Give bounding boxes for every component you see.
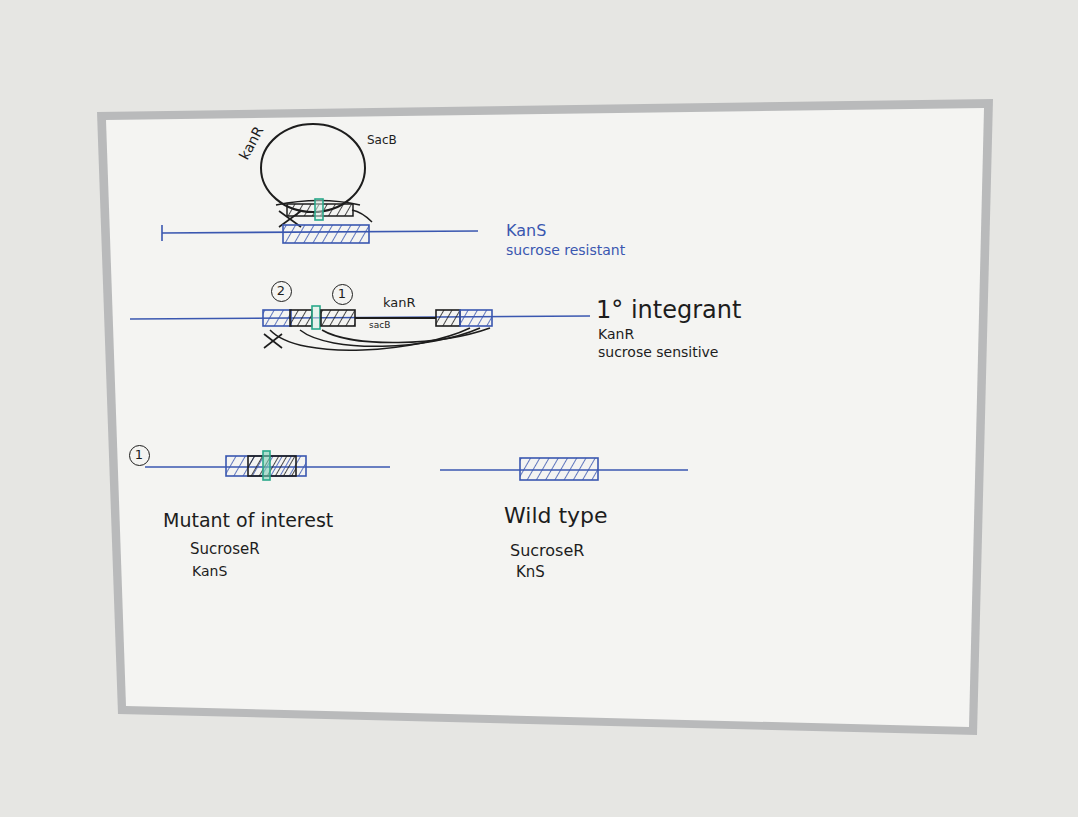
gene-box <box>460 310 492 326</box>
strain-title: Wild type <box>504 503 608 528</box>
gene-label: sacB <box>369 320 390 330</box>
insert-fragment <box>436 310 460 326</box>
callout-circle: 1 <box>129 445 150 466</box>
stage-title: 1° integrant <box>596 297 741 325</box>
crossover-x <box>264 334 282 348</box>
insert-fragment <box>290 310 312 326</box>
insert-fragment <box>248 456 296 476</box>
callout-number: 1 <box>135 448 143 462</box>
gene-label: SacB <box>367 134 397 148</box>
recombination-loop <box>322 328 490 343</box>
phenotype-label: sucrose sensitive <box>598 344 718 360</box>
phenotype-label: KnS <box>516 564 545 581</box>
phenotype-label: SucroseR <box>190 541 260 558</box>
crossover-arc <box>352 210 372 222</box>
phenotype-label: KanS <box>192 563 227 579</box>
phenotype-label: sucrose resistant <box>506 242 625 258</box>
mutation-mark <box>315 199 323 220</box>
strain-title: Mutant of interest <box>163 510 333 532</box>
plasmid-circle <box>261 124 365 212</box>
gene-label: kanR <box>383 296 416 311</box>
phenotype-label: KanR <box>598 326 634 342</box>
board-frame <box>97 99 993 735</box>
mutation-mark <box>263 451 270 480</box>
callout-number: 1 <box>338 287 346 301</box>
chromosome-line <box>130 316 590 319</box>
phenotype-label: KanS <box>506 222 546 240</box>
gene-box <box>283 225 369 243</box>
board-surface <box>106 108 984 727</box>
gene-box <box>520 458 598 480</box>
callout-number: 2 <box>277 284 285 298</box>
gene-label: kanR <box>236 123 267 162</box>
crossover-x <box>264 334 282 348</box>
vector-backbone <box>355 317 436 319</box>
phenotype-label: SucroseR <box>510 542 584 560</box>
insert-fragment <box>321 310 355 326</box>
gene-box <box>263 310 291 326</box>
callout-circle: 2 <box>271 281 292 302</box>
callout-circle: 1 <box>332 284 353 305</box>
mutation-mark <box>312 306 320 329</box>
chromosome-end <box>161 225 163 241</box>
